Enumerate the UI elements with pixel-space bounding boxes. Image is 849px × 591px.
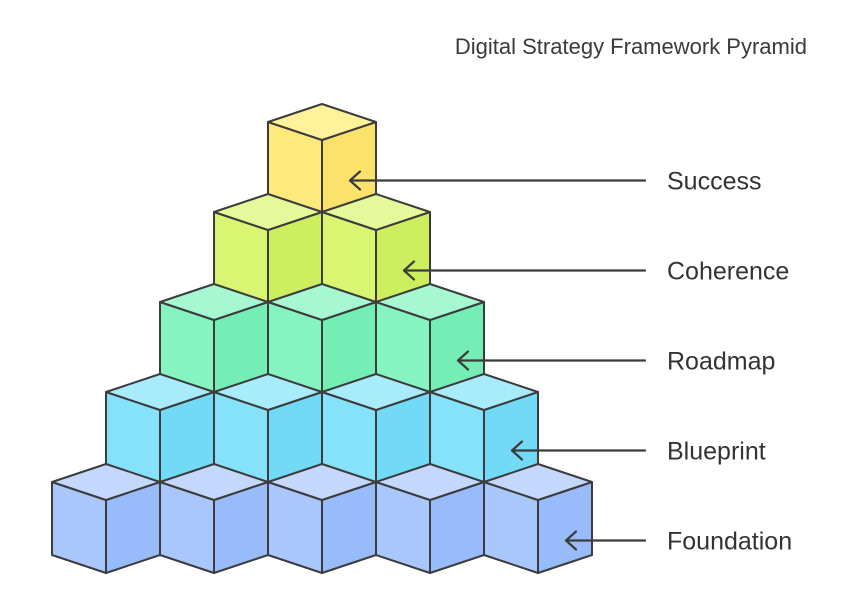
arrow-head [564, 530, 578, 551]
cube-top-face [429, 373, 539, 411]
arrow-blueprint [510, 440, 647, 461]
arrow-head [402, 260, 416, 281]
cube-tier-5-3 [267, 463, 377, 574]
tier-label-coherence: Coherence [667, 258, 789, 286]
cube-top-face [213, 193, 323, 231]
cube-top-face [105, 373, 215, 411]
cube-tier-2-1 [213, 193, 323, 304]
tier-label-foundation: Foundation [667, 528, 792, 556]
cube-top-face [267, 283, 377, 321]
arrow-head [510, 440, 524, 461]
arrow-head [348, 170, 362, 191]
arrow-success [348, 170, 647, 191]
cube-top-face [51, 463, 161, 501]
pyramid-tier-blueprint [105, 373, 539, 484]
cube-tier-5-2 [159, 463, 269, 574]
cube-top-face [321, 193, 431, 231]
cube-tier-4-3 [321, 373, 431, 484]
pyramid-tier-success [267, 103, 377, 214]
cube-tier-3-3 [375, 283, 485, 394]
cube-top-face [213, 373, 323, 411]
tier-label-roadmap: Roadmap [667, 348, 775, 376]
cube-tier-5-1 [51, 463, 161, 574]
arrow-roadmap [456, 350, 647, 371]
arrow-foundation [564, 530, 647, 551]
cubes-layer [51, 103, 593, 574]
pyramid-tier-roadmap [159, 283, 485, 394]
tier-label-blueprint: Blueprint [667, 438, 766, 466]
diagram-title: Digital Strategy Framework Pyramid [455, 34, 807, 59]
cube-top-face [267, 103, 377, 141]
pyramid-tier-coherence [213, 193, 431, 304]
cube-tier-5-4 [375, 463, 485, 574]
cube-top-face [375, 463, 485, 501]
cube-tier-1-1 [267, 103, 377, 214]
cube-tier-4-4 [429, 373, 539, 484]
cube-top-face [159, 283, 269, 321]
cube-top-face [267, 463, 377, 501]
cube-tier-5-5 [483, 463, 593, 574]
cube-top-face [321, 373, 431, 411]
cube-tier-3-2 [267, 283, 377, 394]
labels-layer: SuccessCoherenceRoadmapBlueprintFoundati… [348, 168, 792, 556]
cube-tier-2-2 [321, 193, 431, 304]
tier-label-success: Success [667, 168, 761, 196]
arrow-head [456, 350, 470, 371]
cube-tier-4-1 [105, 373, 215, 484]
cube-top-face [483, 463, 593, 501]
cube-tier-4-2 [213, 373, 323, 484]
cube-top-face [375, 283, 485, 321]
pyramid-tier-foundation [51, 463, 593, 574]
cube-top-face [159, 463, 269, 501]
arrow-coherence [402, 260, 647, 281]
cube-tier-3-1 [159, 283, 269, 394]
